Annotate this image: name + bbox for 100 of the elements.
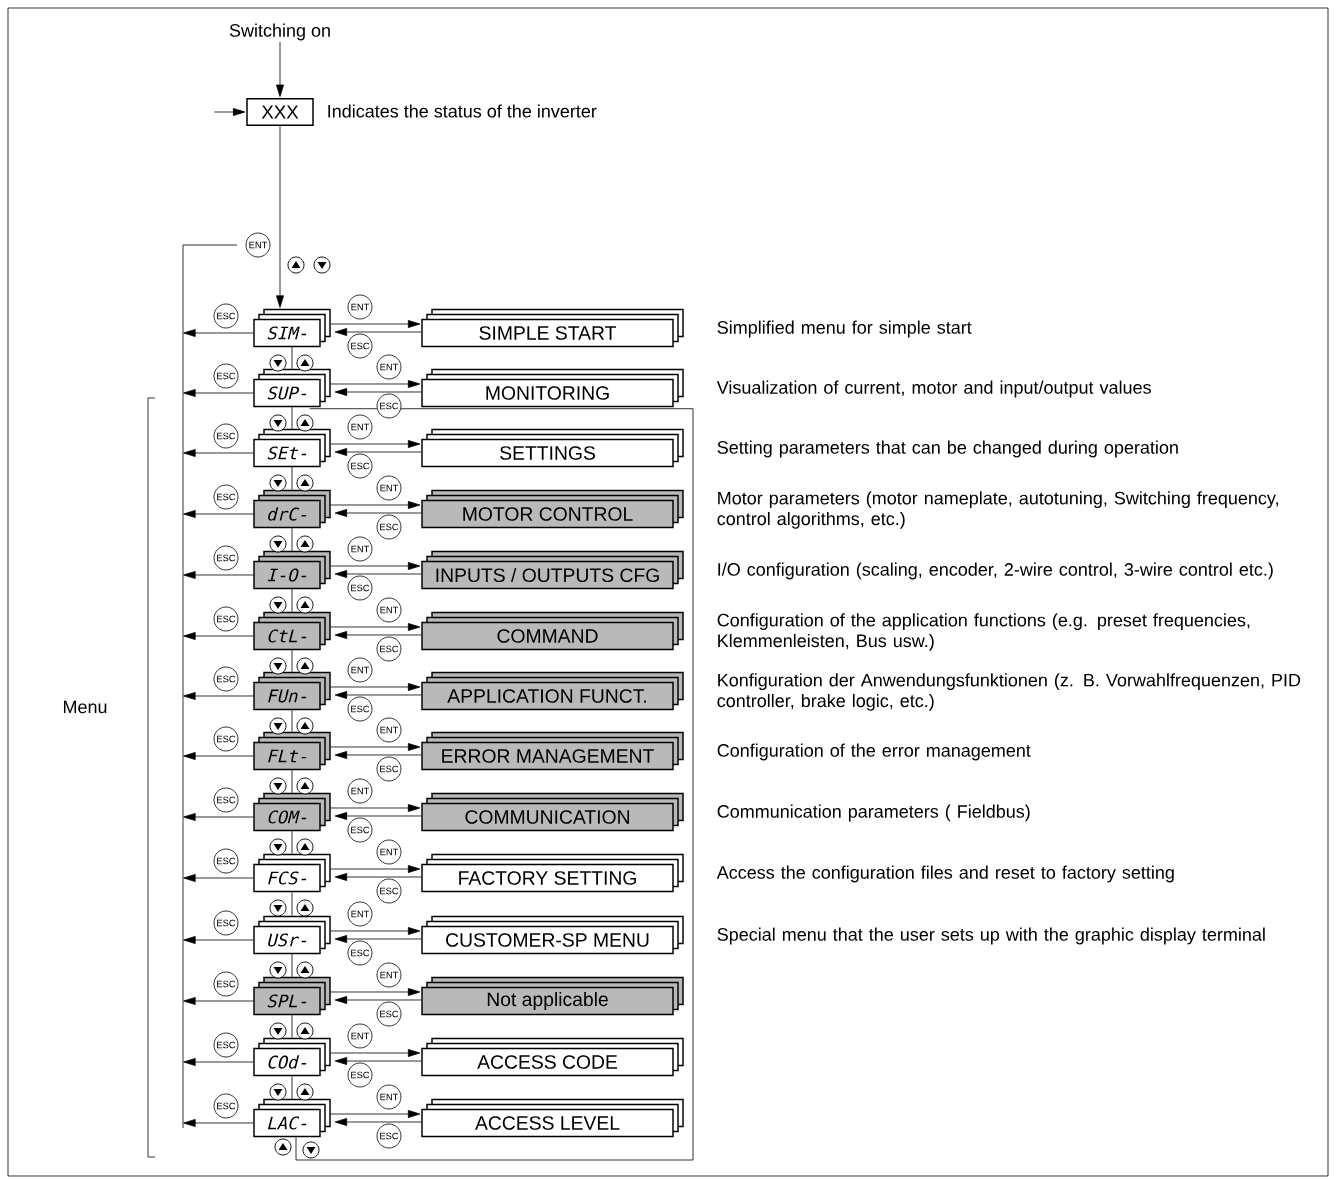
display-panel: drC- <box>253 489 331 529</box>
display-panel: CtL- <box>253 611 331 651</box>
key-label: ENT <box>376 962 402 988</box>
description-text: Communication parameters ( Fieldbus) <box>717 804 1030 822</box>
key-label: ENT <box>376 475 402 501</box>
key-label: ESC <box>347 696 373 722</box>
key-label: ESC <box>213 363 239 389</box>
key-label: ESC <box>376 514 402 540</box>
arrow <box>330 440 421 448</box>
menu-box: COMMUNICATION <box>421 792 684 832</box>
description-text: Configuration of the error management <box>717 743 1031 761</box>
arrow <box>276 125 284 308</box>
display-panel: SEt- <box>253 428 331 468</box>
arrow <box>330 988 421 996</box>
menu-box: CUSTOMER-SP MENU <box>421 915 684 955</box>
key-label: ENT <box>347 1023 373 1049</box>
arrow <box>334 935 422 943</box>
arrow <box>334 570 422 578</box>
description-text: Access the configuration files and reset to factory setting <box>716 865 1174 883</box>
key-label: ENT <box>347 414 373 440</box>
menu-box: MONITORING <box>421 368 684 408</box>
description-text: Motor parameters (motor nameplate, autotuning, Switching frequency, control algorithms, etc.) <box>717 491 1278 529</box>
arrow <box>183 389 254 397</box>
arrow <box>183 632 254 640</box>
display-panel: USr- <box>253 915 331 955</box>
key-label: ESC <box>213 606 239 632</box>
description-text: Special menu that the user sets up with the graphic display terminal <box>717 927 1265 945</box>
key-label: ESC <box>213 303 239 329</box>
key-label: ESC <box>376 756 402 782</box>
arrow <box>334 996 422 1004</box>
key-label: ENT <box>376 597 402 623</box>
key-label: ESC <box>347 575 373 601</box>
menu-box: Not applicable <box>421 976 684 1016</box>
key-label: ESC <box>376 393 402 419</box>
key-label: ENT <box>347 536 373 562</box>
arrow <box>330 1049 421 1057</box>
arrow <box>183 449 254 457</box>
arrow <box>330 743 421 751</box>
arrow <box>276 41 284 97</box>
key-label: ENT <box>347 778 373 804</box>
key-label: ESC <box>376 636 402 662</box>
key-label: ESC <box>213 484 239 510</box>
bracket-label: Menu <box>64 700 107 714</box>
menu-box: ERROR MANAGEMENT <box>421 731 684 771</box>
key-label: ESC <box>213 726 239 752</box>
display-panel: FUn- <box>253 671 331 711</box>
arrow <box>183 752 254 760</box>
display-panel: SPL- <box>253 976 331 1016</box>
key-label: ESC <box>213 971 239 997</box>
arrow <box>334 873 422 881</box>
key-label: ESC <box>213 910 239 936</box>
key-label: ENT <box>376 717 402 743</box>
start-label: Switching on <box>229 23 330 41</box>
menu-box: ACCESS CODE <box>421 1037 684 1077</box>
description-text: Konfiguration der Anwendungsfunktionen (z. B. Vorwahlfrequenzen, PID controller, brake logic, etc.) <box>717 673 1301 711</box>
arrow <box>330 380 421 388</box>
arrow <box>213 108 246 116</box>
key-label: ENT <box>245 232 271 258</box>
description-text: I/O configuration (scaling, encoder, 2-wire control, 3-wire control etc.) <box>718 562 1273 580</box>
key-label: ESC <box>213 848 239 874</box>
key-label: ESC <box>213 787 239 813</box>
arrow <box>183 1058 254 1066</box>
arrow <box>334 691 422 699</box>
key-label: ESC <box>376 878 402 904</box>
display-panel: FCS- <box>253 853 331 893</box>
display-panel: COd- <box>253 1037 331 1077</box>
arrow <box>334 388 422 396</box>
description-text: Simplified menu for simple start <box>717 320 972 338</box>
description-text: Visualization of current, motor and input/output values <box>716 380 1151 398</box>
arrow <box>330 562 421 570</box>
description-text: Indicates the status of the inverter <box>328 104 597 118</box>
menu-box: ACCESS LEVEL <box>421 1098 684 1138</box>
key-label: ESC <box>347 940 373 966</box>
arrow <box>183 874 254 882</box>
key-label: ENT <box>376 839 402 865</box>
arrow <box>183 329 254 337</box>
arrow <box>334 448 422 456</box>
arrow <box>334 1118 422 1126</box>
key-label: ESC <box>347 333 373 359</box>
arrow <box>183 813 254 821</box>
key-label: ENT <box>376 1084 402 1110</box>
arrow <box>330 501 421 509</box>
arrow <box>183 936 254 944</box>
menu-box: MOTOR CONTROL <box>421 489 684 529</box>
arrow <box>183 997 254 1005</box>
menu-box: SIMPLE START <box>421 308 684 348</box>
arrow <box>334 631 422 639</box>
arrow <box>183 1119 254 1127</box>
arrow <box>330 320 421 328</box>
key-label: ESC <box>213 1032 239 1058</box>
status-box: XXX <box>246 97 314 127</box>
arrow <box>183 692 254 700</box>
arrow <box>330 1110 421 1118</box>
display-panel: SUP- <box>253 368 331 408</box>
arrow <box>330 804 421 812</box>
key-label: ESC <box>213 545 239 571</box>
arrow <box>183 510 254 518</box>
key-label: ESC <box>376 1001 402 1027</box>
menu-box: COMMAND <box>421 611 684 651</box>
description-text: Setting parameters that can be changed during operation <box>717 440 1178 458</box>
